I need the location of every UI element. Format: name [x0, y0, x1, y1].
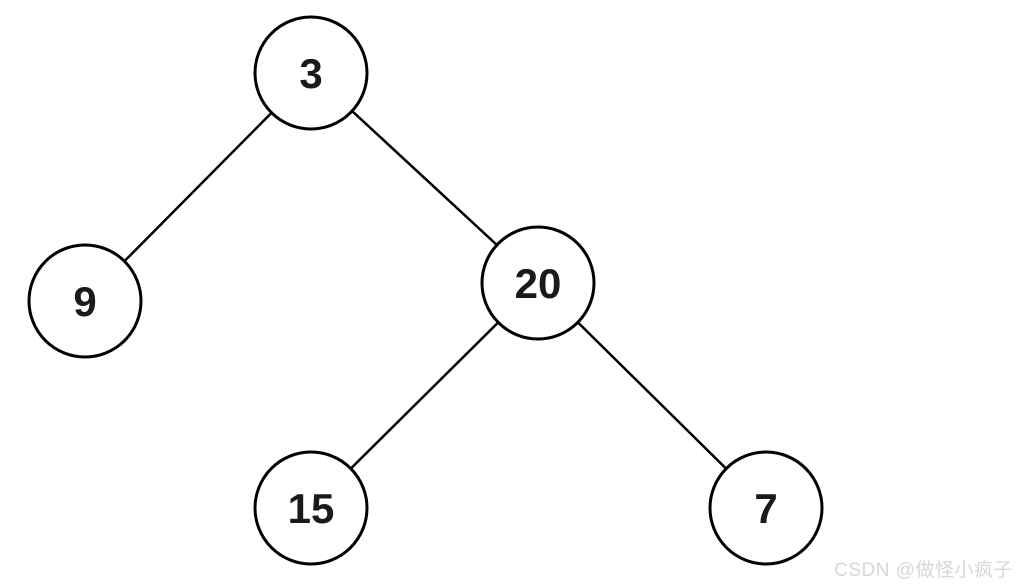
- tree-node-20: 20: [480, 225, 596, 341]
- tree-node-label: 15: [288, 485, 335, 532]
- tree-node-label: 7: [754, 485, 777, 532]
- tree-node-15: 15: [253, 450, 369, 566]
- tree-node-circle: [27, 243, 143, 359]
- watermark: CSDN @做怪小疯子: [834, 560, 1013, 581]
- tree-node-label: 20: [515, 260, 562, 307]
- tree-node-3: 3: [253, 15, 369, 131]
- tree-node-7: 7: [708, 450, 824, 566]
- tree-node-label: 3: [299, 50, 322, 97]
- tree-node-circle: [253, 450, 369, 566]
- tree-node-circle: [708, 450, 824, 566]
- tree-node-9: 9: [27, 243, 143, 359]
- tree-node-label: 9: [73, 278, 96, 325]
- tree-node-circle: [480, 225, 596, 341]
- tree-node-circle: [253, 15, 369, 131]
